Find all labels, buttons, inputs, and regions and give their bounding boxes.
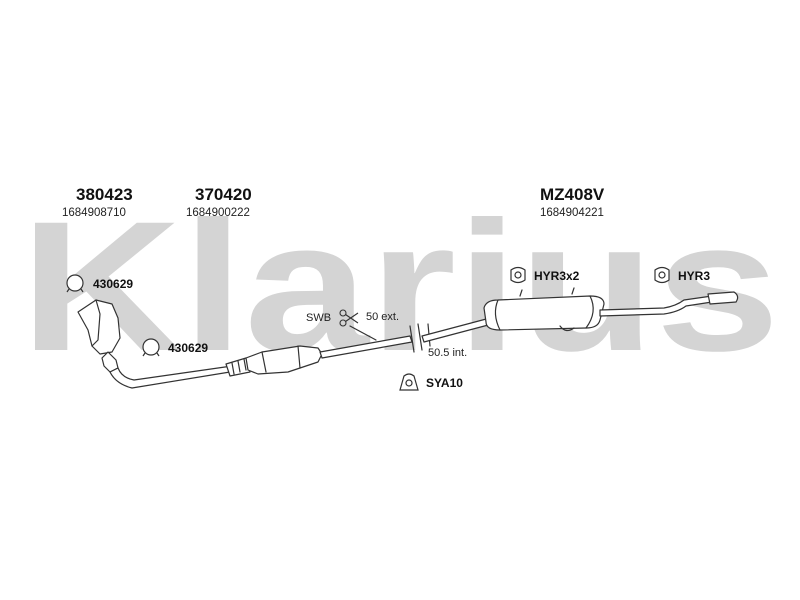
front-pipe-tube [109,365,233,389]
hanger-b-label: HYR3 [678,269,711,283]
oe-number-front-pipe: 1684908710 [62,207,126,219]
watermark-text: Klarius [20,184,780,390]
part-number-catalyst: 370420 [195,185,252,204]
cut-external-note: 50 ext. [366,311,400,323]
rear-inlet-pipe [421,317,493,343]
clamp-b-label: 430629 [168,341,209,355]
silencer-body [483,295,605,331]
clamp-ring-icon [142,338,160,357]
intermediate-pipe [319,335,413,359]
part-number-rear-section: MZ408V [540,185,605,204]
mount-label: SYA10 [426,376,463,390]
rear-section-part [421,287,739,343]
catalyst-part [245,335,413,375]
oe-number-catalyst: 1684900222 [186,207,250,219]
oe-number-rear-section: 1684904221 [540,207,604,219]
cut-internal-note: 50.5 int. [428,347,468,359]
tail-pipe [599,295,713,317]
rubber-hanger-icon [510,266,526,284]
rubber-hanger-icon [654,266,670,284]
mounting-bracket-icon [399,373,419,391]
scissors-icon [339,309,359,327]
swb-label: SWB [306,312,332,324]
part-number-front-pipe: 380423 [76,185,133,204]
tail-pipe-end [707,291,739,305]
cut-leader-line [349,325,377,341]
hanger-a-label: HYR3x2 [534,269,580,283]
catalyst-body [245,345,323,375]
clamp-ring-icon [66,274,84,293]
clamp-a-label: 430629 [93,277,134,291]
front-pipe-part [77,299,251,389]
